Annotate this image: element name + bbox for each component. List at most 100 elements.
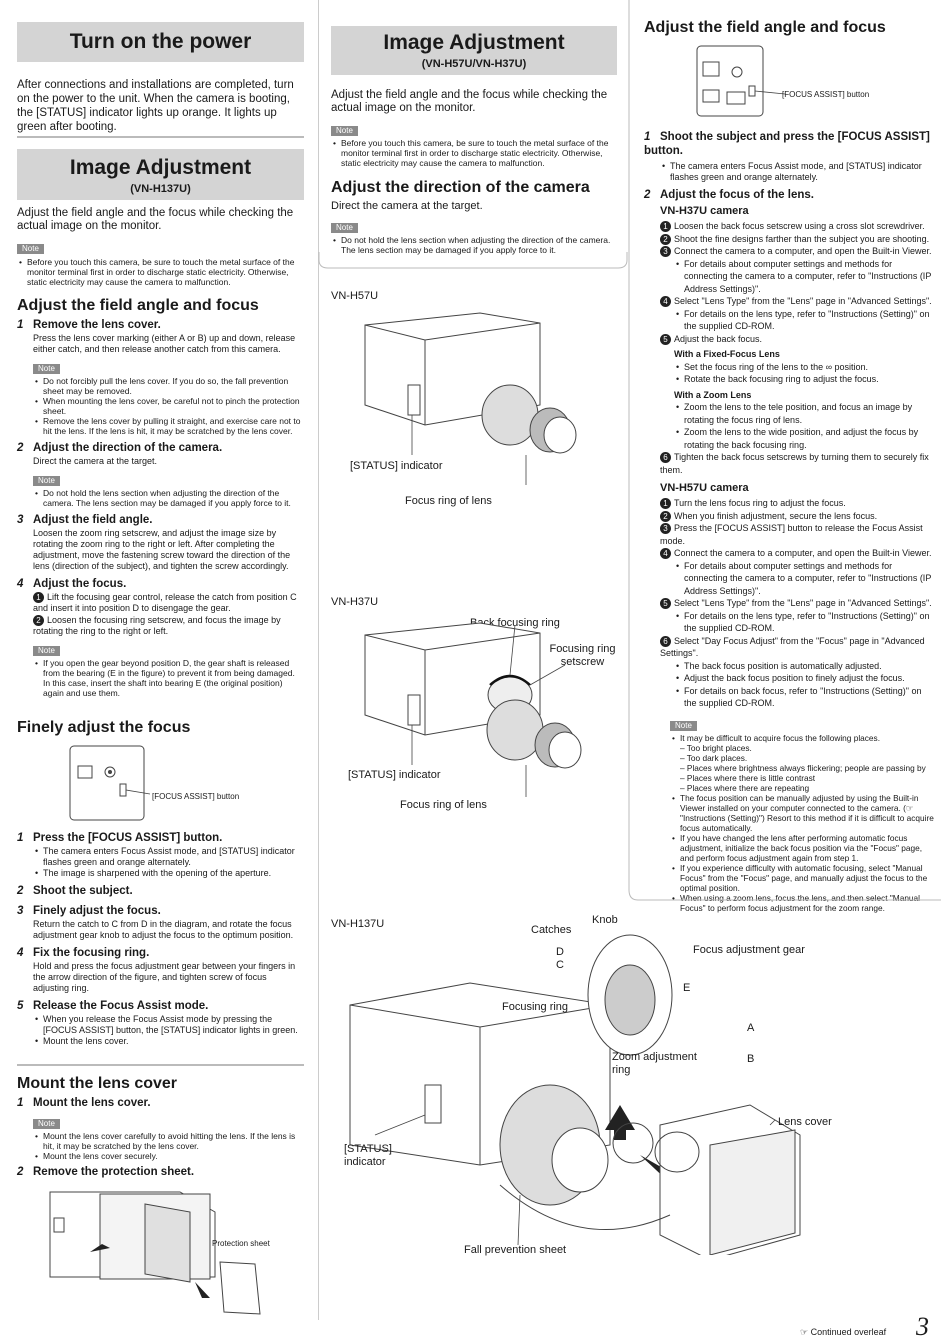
bullet-item: Zoom the lens to the wide position, and … xyxy=(676,426,934,451)
h137-label: VN-H137U xyxy=(331,918,385,930)
bullet-item: For details on the lens type, refer to "… xyxy=(676,308,934,333)
note-badge: Note xyxy=(33,364,60,374)
fixed-lens-title: With a Fixed-Focus Lens xyxy=(674,349,780,359)
h37-label: VN-H37U xyxy=(331,596,379,608)
adj-title-2: Image Adjustment xyxy=(383,31,565,54)
power-text: After connections and installations are … xyxy=(17,79,294,133)
fine-step-2: Shoot the subject. xyxy=(33,885,133,897)
e-label: E xyxy=(683,982,691,994)
step-3-text: Loosen the zoom ring setscrew, and adjus… xyxy=(33,528,291,571)
number-4-icon: 4 xyxy=(660,296,671,308)
number-1-icon: 1 xyxy=(33,592,44,604)
number-2-icon: 2 xyxy=(660,510,671,522)
h57-step-5: Select "Lens Type" from the "Lens" page … xyxy=(674,598,932,608)
h37-step-4: Select "Lens Type" from the "Lens" page … xyxy=(674,296,932,306)
h37-step-6: Tighten the back focus setscrews by turn… xyxy=(660,452,929,475)
note-item: If you experience difficulty with automa… xyxy=(672,863,934,893)
protection-sheet-label: Protection sheet xyxy=(212,1239,270,1248)
note-item: Remove the lens cover by pulling it stra… xyxy=(35,416,302,436)
note-item: Before you touch this camera, be sure to… xyxy=(333,138,617,168)
note-item: Do not hold the lens section when adjust… xyxy=(35,488,302,508)
h57-label: VN-H57U xyxy=(331,290,379,302)
step-4b-text: Loosen the focusing ring setscrew, and f… xyxy=(33,615,281,637)
focus-assist-label-2: [FOCUS ASSIST] button xyxy=(782,90,870,99)
note-item: The focus position can be manually adjus… xyxy=(672,793,934,833)
dir-title: Adjust the direction of the camera xyxy=(331,179,590,196)
knob-label: Knob xyxy=(592,914,618,926)
note-subitem: – Places where there is little contrast xyxy=(680,772,816,783)
note-badge: Note xyxy=(17,244,44,254)
fine-step-5: Release the Focus Assist mode. xyxy=(33,1000,209,1012)
bullet-item: For details about computer settings and … xyxy=(676,258,934,296)
h37-step-1: Loosen the back focus setscrew using a c… xyxy=(674,221,925,231)
c-label: C xyxy=(556,959,564,971)
mount-step-1: Mount the lens cover. xyxy=(33,1097,151,1109)
zoom-lens-title: With a Zoom Lens xyxy=(674,389,752,400)
bullet-item: Zoom the lens to the tele position, and … xyxy=(676,401,934,426)
note-item: When using a zoom lens, focus the lens, … xyxy=(672,893,934,913)
divider xyxy=(17,1064,304,1066)
h37-step-3: Connect the camera to a computer, and op… xyxy=(674,246,932,256)
col3-step-1: Shoot the subject and press the [FOCUS A… xyxy=(644,131,930,157)
h57-step-1: Turn the lens focus ring to adjust the f… xyxy=(674,498,846,508)
number-5-icon: 5 xyxy=(660,333,671,345)
focus-ring-lens-label-1: Focus ring of lens xyxy=(405,495,492,507)
bullet-item: When you release the Focus Assist mode b… xyxy=(35,1014,302,1036)
bullet-item: Set the focus ring of the lens to the ∞ … xyxy=(676,361,934,374)
note-subitem: – Places where there are repeating xyxy=(680,782,810,793)
adj-intro-2: Adjust the field angle and the focus whi… xyxy=(331,89,608,114)
step-1-text: Press the lens cover marking (either A o… xyxy=(33,333,296,354)
d-label: D xyxy=(556,946,564,958)
dir-text: Direct the camera at the target. xyxy=(331,200,483,212)
note-item: Do not forcibly pull the lens cover. If … xyxy=(35,376,302,396)
note-item: Do not hold the lens section when adjust… xyxy=(333,235,617,255)
power-title: Turn on the power xyxy=(69,30,252,53)
vn-h57u-camera-diagram xyxy=(364,312,577,485)
number-2-icon: 2 xyxy=(660,233,671,245)
h57-step-6: Select "Day Focus Adjust" from the "Focu… xyxy=(660,635,925,659)
divider xyxy=(17,136,304,138)
adj-model-1: (VN-H137U) xyxy=(130,183,191,195)
lens-cover-label: Lens cover xyxy=(778,1116,832,1128)
note-subitem: – Too dark places. xyxy=(680,752,748,763)
vn-h37u-camera-diagram xyxy=(364,622,582,797)
note-badge: Note xyxy=(331,223,358,233)
a-label: A xyxy=(747,1022,755,1034)
col3-title: Adjust the field angle and focus xyxy=(644,19,886,36)
fine-step-1: Press the [FOCUS ASSIST] button. xyxy=(33,832,223,844)
column-divider xyxy=(318,0,319,1320)
h57-step-3: Press the [FOCUS ASSIST] button to relea… xyxy=(660,523,923,546)
note-badge: Note xyxy=(33,646,60,657)
note-block-3: Note Do not hold the lens section when a… xyxy=(331,217,617,255)
note-badge: Note xyxy=(33,1119,60,1129)
status-indicator-label-2: [STATUS] indicator xyxy=(348,769,441,781)
adj-intro-1: Adjust the field angle and the focus whi… xyxy=(17,207,294,232)
note-block-2: Note Before you touch this camera, be su… xyxy=(331,120,617,168)
step-2-text: Direct the camera at the target. xyxy=(33,456,158,466)
fine-step-3: Finely adjust the focus. xyxy=(33,905,161,917)
note-item: If you have changed the lens after perfo… xyxy=(672,833,934,863)
note-badge: Note xyxy=(331,126,358,136)
h57-step-4: Connect the camera to a computer, and op… xyxy=(674,548,932,558)
step-2-title: Adjust the direction of the camera. xyxy=(33,442,223,454)
number-3-icon: 3 xyxy=(660,246,671,258)
camera-rear-diagram-2 xyxy=(696,45,786,117)
focus-gear-label: Focus adjustment gear xyxy=(693,944,805,956)
h37-title: VN-H37U camera xyxy=(660,205,749,217)
note-subitem: – Places where brightness always flicker… xyxy=(680,762,926,773)
step-block-1: 1 Remove the lens cover. Press the lens c… xyxy=(17,319,302,698)
note-badge: Note xyxy=(670,720,697,731)
power-banner: Turn on the power xyxy=(17,22,304,62)
h37-step-2: Shoot the fine designs farther than the … xyxy=(674,233,930,244)
bullet-item: Rotate the back focusing ring to adjust … xyxy=(676,373,934,386)
focus-assist-label-1: [FOCUS ASSIST] button xyxy=(152,792,240,801)
bullet-item: For details on the lens type, refer to "… xyxy=(676,610,934,635)
adj-banner-1: Image Adjustment (VN-H137U) xyxy=(17,149,304,200)
lens-cover-diagram xyxy=(49,1191,261,1315)
fine-step-4: Fix the focusing ring. xyxy=(33,947,150,959)
step-1-title: Remove the lens cover. xyxy=(33,319,161,331)
fine-step-3-text: Return the catch to C from D in the diag… xyxy=(33,919,294,940)
note-badge: Note xyxy=(33,476,60,486)
note-item: It may be difficult to acquire focus the… xyxy=(672,733,934,743)
